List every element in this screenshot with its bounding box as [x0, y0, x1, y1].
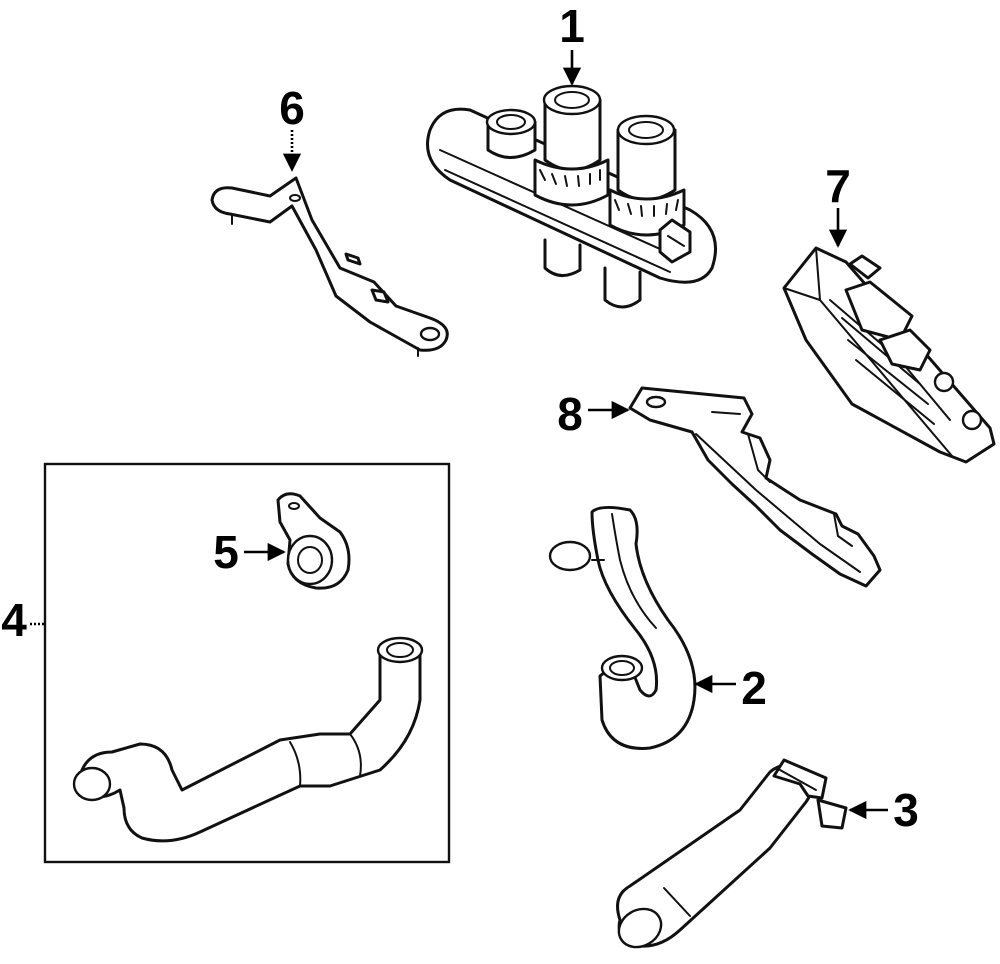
svg-text:7: 7: [825, 160, 851, 212]
part-7-module[interactable]: [782, 246, 996, 464]
svg-text:5: 5: [213, 526, 239, 578]
svg-text:4: 4: [1, 594, 27, 646]
svg-text:6: 6: [279, 82, 305, 134]
svg-text:1: 1: [559, 0, 585, 52]
callout-7: 7: [825, 160, 851, 248]
part-8-bracket[interactable]: [628, 386, 882, 588]
svg-text:2: 2: [741, 662, 767, 714]
callout-8: 8: [557, 388, 630, 440]
callout-4: 4: [1, 594, 44, 646]
callout-3: 3: [848, 784, 919, 836]
svg-text:8: 8: [557, 388, 583, 440]
callout-5: 5: [213, 526, 286, 578]
svg-text:3: 3: [893, 784, 919, 836]
part-2-hose[interactable]: [548, 505, 697, 750]
part-4-hose[interactable]: [72, 636, 424, 843]
part-5-clamp[interactable]: [276, 492, 351, 590]
callout-1: 1: [559, 0, 585, 86]
part-4-frame: [43, 462, 451, 864]
callout-6: 6: [279, 82, 305, 172]
part-6-bracket[interactable]: [210, 176, 449, 357]
callout-2: 2: [694, 662, 767, 714]
part-3-hose[interactable]: [612, 758, 848, 955]
part-1-heater-valve[interactable]: [426, 84, 717, 309]
